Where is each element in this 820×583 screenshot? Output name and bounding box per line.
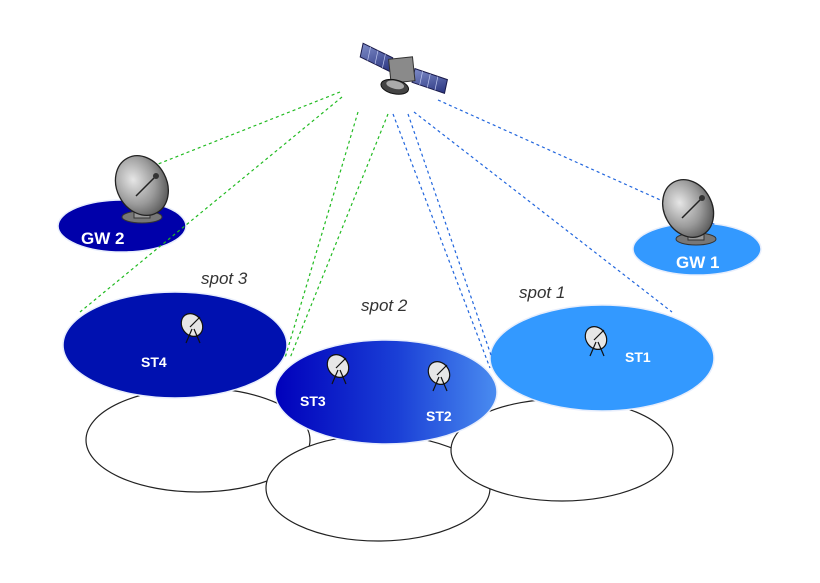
terminal-dish-icon-st4	[180, 313, 204, 344]
spot1-label: spot 1	[519, 283, 565, 302]
spot2-label: spot 2	[361, 296, 408, 315]
coverage-cells	[85, 387, 674, 542]
terminal-dish-icon-st1	[584, 326, 608, 357]
st4-label: ST4	[141, 354, 167, 370]
spot-1-beam	[489, 304, 715, 412]
link-sat-spot2-left	[289, 113, 389, 359]
terminal-dish-icon-st2	[427, 361, 451, 392]
link-sat-spot3-inner	[284, 111, 359, 359]
st1-label: ST1	[625, 349, 651, 365]
st3-label: ST3	[300, 393, 326, 409]
spot3-label: spot 3	[201, 269, 248, 288]
link-sat-spot1-left	[407, 113, 493, 359]
terminal-dish-icon-st3	[326, 354, 350, 385]
link-sat-gw2	[147, 91, 341, 169]
spot-3-beam	[62, 291, 288, 399]
gateway-dish-icon-gw1	[662, 179, 717, 246]
link-sat-spot1-right	[413, 111, 673, 313]
st2-label: ST2	[426, 408, 452, 424]
link-sat-spot3-outer	[79, 96, 343, 313]
gw1-label: GW 1	[676, 253, 719, 272]
link-sat-spot2-right	[392, 113, 491, 369]
gw2-label: GW 2	[81, 229, 124, 248]
green-links	[79, 91, 389, 359]
gateway-dish-icon-gw2	[114, 155, 169, 224]
satellite-icon	[359, 42, 448, 95]
spot-2-beam	[274, 339, 498, 445]
